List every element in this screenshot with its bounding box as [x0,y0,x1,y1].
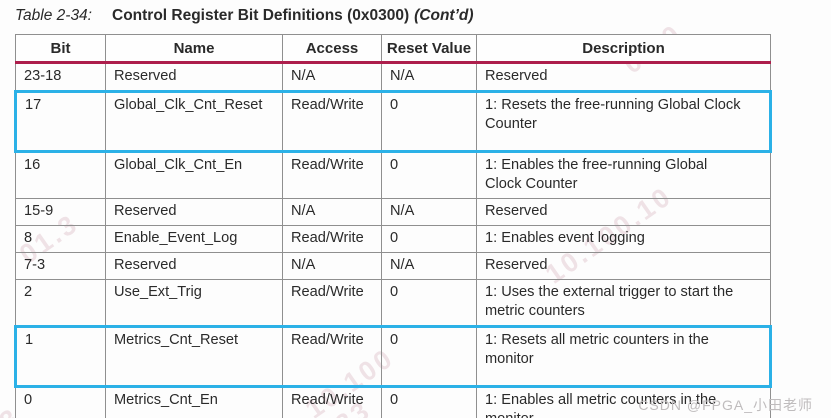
cell-reset: N/A [381,62,477,92]
cell-access: Read/Write [282,90,382,153]
cell-name: Reserved [105,198,283,226]
cell-bit: 17 [14,90,106,153]
cell-reset: 0 [381,386,477,418]
cell-bit: 0 [15,386,106,418]
table-caption: Table 2-34: Control Register Bit Definiti… [15,7,474,25]
cell-name: Reserved [105,62,283,92]
cell-bit: 8 [15,225,106,253]
cell-description: Reserved [476,198,771,226]
column-header-bit: Bit [15,34,106,64]
column-header-description: Description [476,34,771,64]
cell-bit: 16 [15,151,106,199]
cell-access: Read/Write [282,225,382,253]
cell-reset: 0 [381,90,477,153]
cell-reset: N/A [381,198,477,226]
cell-description: 1: Resets the free-running Global Clock … [476,90,772,153]
cell-name: Metrics_Cnt_En [105,386,283,418]
cell-access: Read/Write [282,325,382,388]
cell-description: 1: Enables the free-running Global Clock… [476,151,771,199]
cell-description: 1: Enables event logging [476,225,771,253]
cell-reset: N/A [381,252,477,280]
column-header-reset-value: Reset Value [381,34,477,64]
cell-name: Enable_Event_Log [105,225,283,253]
column-header-name: Name [105,34,283,64]
control-register-bit-table: Bit Name Access Reset Value Description … [14,34,772,418]
column-header-access: Access [282,34,382,64]
cell-reset: 0 [381,279,477,327]
cell-bit: 7-3 [15,252,106,280]
cell-description: 1: Enables all metric counters in the mo… [476,386,771,418]
cell-bit: 15-9 [15,198,106,226]
cell-description: Reserved [476,62,771,92]
cell-description: 1: Uses the external trigger to start th… [476,279,771,327]
cell-reset: 0 [381,151,477,199]
cell-access: Read/Write [282,386,382,418]
cell-reset: 0 [381,325,477,388]
cell-bit: 1 [14,325,106,388]
header-row: Bit Name Access Reset Value Description [15,34,771,64]
cell-name: Reserved [105,252,283,280]
cell-bit: 23-18 [15,62,106,92]
table-header: Bit Name Access Reset Value Description [15,34,771,64]
csdn-credit-watermark: CSDN @FPGA_小田老师 [638,397,813,413]
cell-bit: 2 [15,279,106,327]
table-title-contd: (Cont’d) [414,7,474,24]
table-number-label: Table 2-34: [15,7,92,24]
cell-access: Read/Write [282,279,382,327]
cell-name: Metrics_Cnt_Reset [105,325,283,388]
cell-name: Global_Clk_Cnt_En [105,151,283,199]
cell-description: Reserved [476,252,771,280]
cell-description: 1: Resets all metric counters in the mon… [476,325,772,388]
cell-access: Read/Write [282,151,382,199]
cell-access: N/A [282,62,382,92]
cell-access: N/A [282,252,382,280]
cell-access: N/A [282,198,382,226]
cell-reset: 0 [381,225,477,253]
cell-name: Use_Ext_Trig [105,279,283,327]
table-title-text: Control Register Bit Definitions (0x0300… [112,7,410,24]
cell-name: Global_Clk_Cnt_Reset [105,90,283,153]
